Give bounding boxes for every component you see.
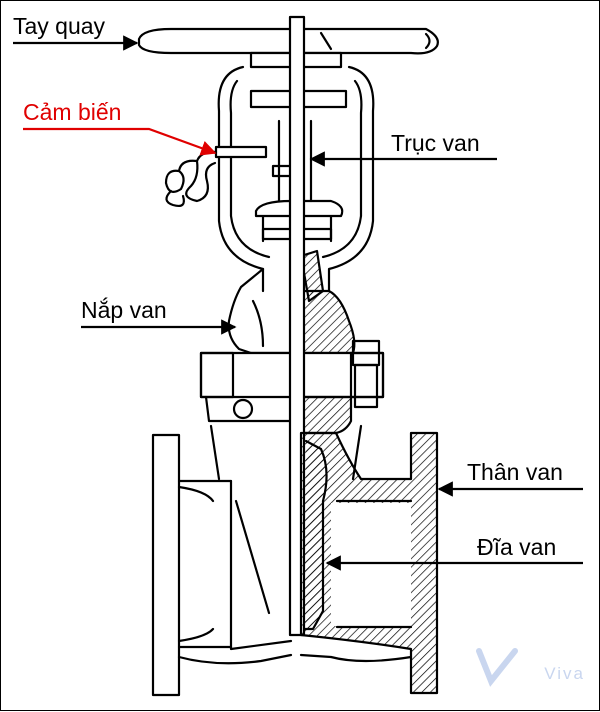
sensor <box>164 145 268 208</box>
label-than-van: Thân van <box>467 459 563 485</box>
arrow-cam-bien <box>23 127 217 156</box>
handwheel <box>137 27 439 69</box>
watermark-logo-icon <box>476 648 518 687</box>
valve-disc <box>302 439 328 631</box>
valve-body <box>151 424 439 697</box>
label-dia-van: Đĩa van <box>477 534 557 560</box>
label-truc-van: Trục van <box>391 130 480 156</box>
label-tay-quay: Tay quay <box>13 13 106 39</box>
watermark-text: Viva <box>544 664 585 683</box>
label-cam-bien: Cảm biến <box>23 99 122 125</box>
label-nap-van: Nắp van <box>81 297 167 323</box>
